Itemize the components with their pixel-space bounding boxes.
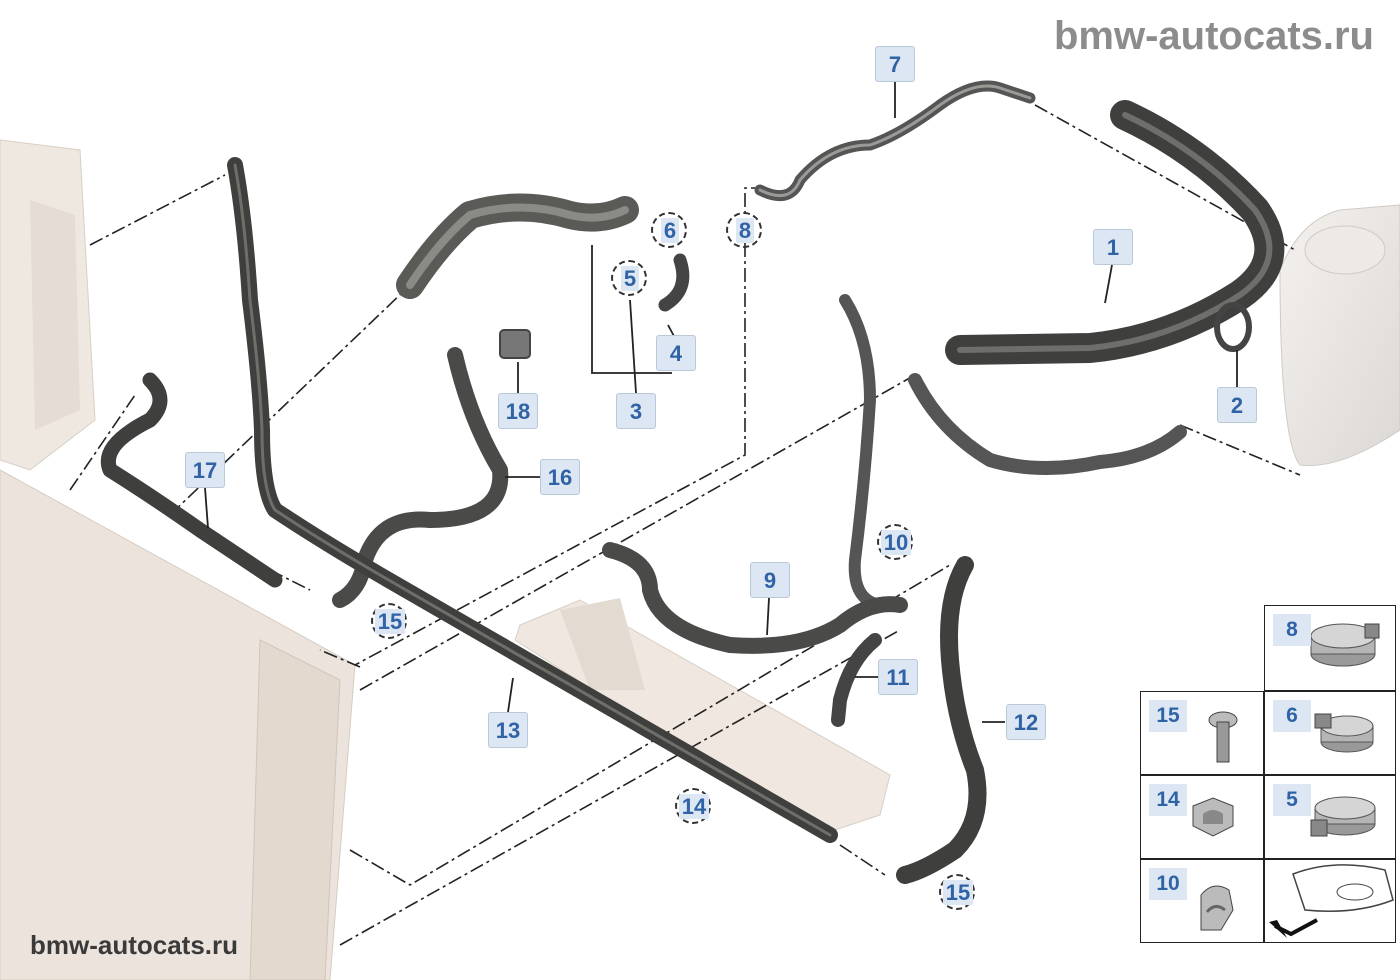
vehicle-front-locator-icon: [1269, 864, 1394, 938]
callout-4: 4: [656, 335, 696, 371]
callout-13: 13: [488, 712, 528, 748]
callout-14: 14: [674, 788, 714, 825]
oil-cooler: [514, 598, 891, 836]
callout-15-right: 15: [938, 874, 978, 911]
watermark-top: bmw-autocats.ru: [1053, 14, 1374, 58]
callout-11: 11: [878, 659, 918, 695]
callout-16: 16: [540, 459, 580, 495]
callout-18: 18: [498, 393, 538, 429]
holder-icon: [1192, 797, 1234, 837]
parts-legend: 8 15 6 14 5: [1140, 605, 1396, 943]
watermark-bottom: bmw-autocats.ru: [30, 930, 239, 960]
radiator: [0, 139, 356, 980]
hose-clamp-icon: [1314, 713, 1374, 753]
hose-clamp-icon: [1310, 623, 1380, 667]
callout-8: 8: [725, 212, 765, 249]
legend-cell-6: 6: [1264, 691, 1396, 775]
legend-cell-15: 15: [1140, 691, 1264, 775]
legend-label-10: 10: [1149, 868, 1187, 900]
callout-6: 6: [650, 212, 690, 249]
callout-7: 7: [875, 46, 915, 82]
callout-15-left: 15: [370, 603, 410, 640]
callout-1: 1: [1093, 229, 1133, 265]
legend-label-14: 14: [1149, 784, 1187, 816]
hose-clamp-icon: [1310, 796, 1376, 837]
rivet-icon: [1208, 711, 1238, 763]
legend-label-5: 5: [1273, 784, 1311, 816]
clip-icon: [1200, 885, 1234, 931]
callout-5: 5: [610, 260, 650, 297]
hoses: [101, 80, 1285, 884]
legend-cell-locator: [1264, 859, 1396, 943]
callout-17: 17: [185, 452, 225, 488]
legend-label-8: 8: [1273, 614, 1311, 646]
legend-cell-14: 14: [1140, 775, 1264, 859]
legend-cell-10: 10: [1140, 859, 1264, 943]
legend-cell-8: 8: [1264, 605, 1396, 691]
legend-label-15: 15: [1149, 700, 1187, 732]
callout-leaders: [204, 82, 1238, 723]
expansion-tank: [1279, 204, 1400, 467]
callout-9: 9: [750, 562, 790, 598]
legend-label-6: 6: [1273, 700, 1311, 732]
legend-cell-5: 5: [1264, 775, 1396, 859]
callout-2: 2: [1217, 387, 1257, 423]
callout-10: 10: [876, 524, 916, 561]
callout-12: 12: [1006, 704, 1046, 740]
callout-3: 3: [616, 393, 656, 429]
